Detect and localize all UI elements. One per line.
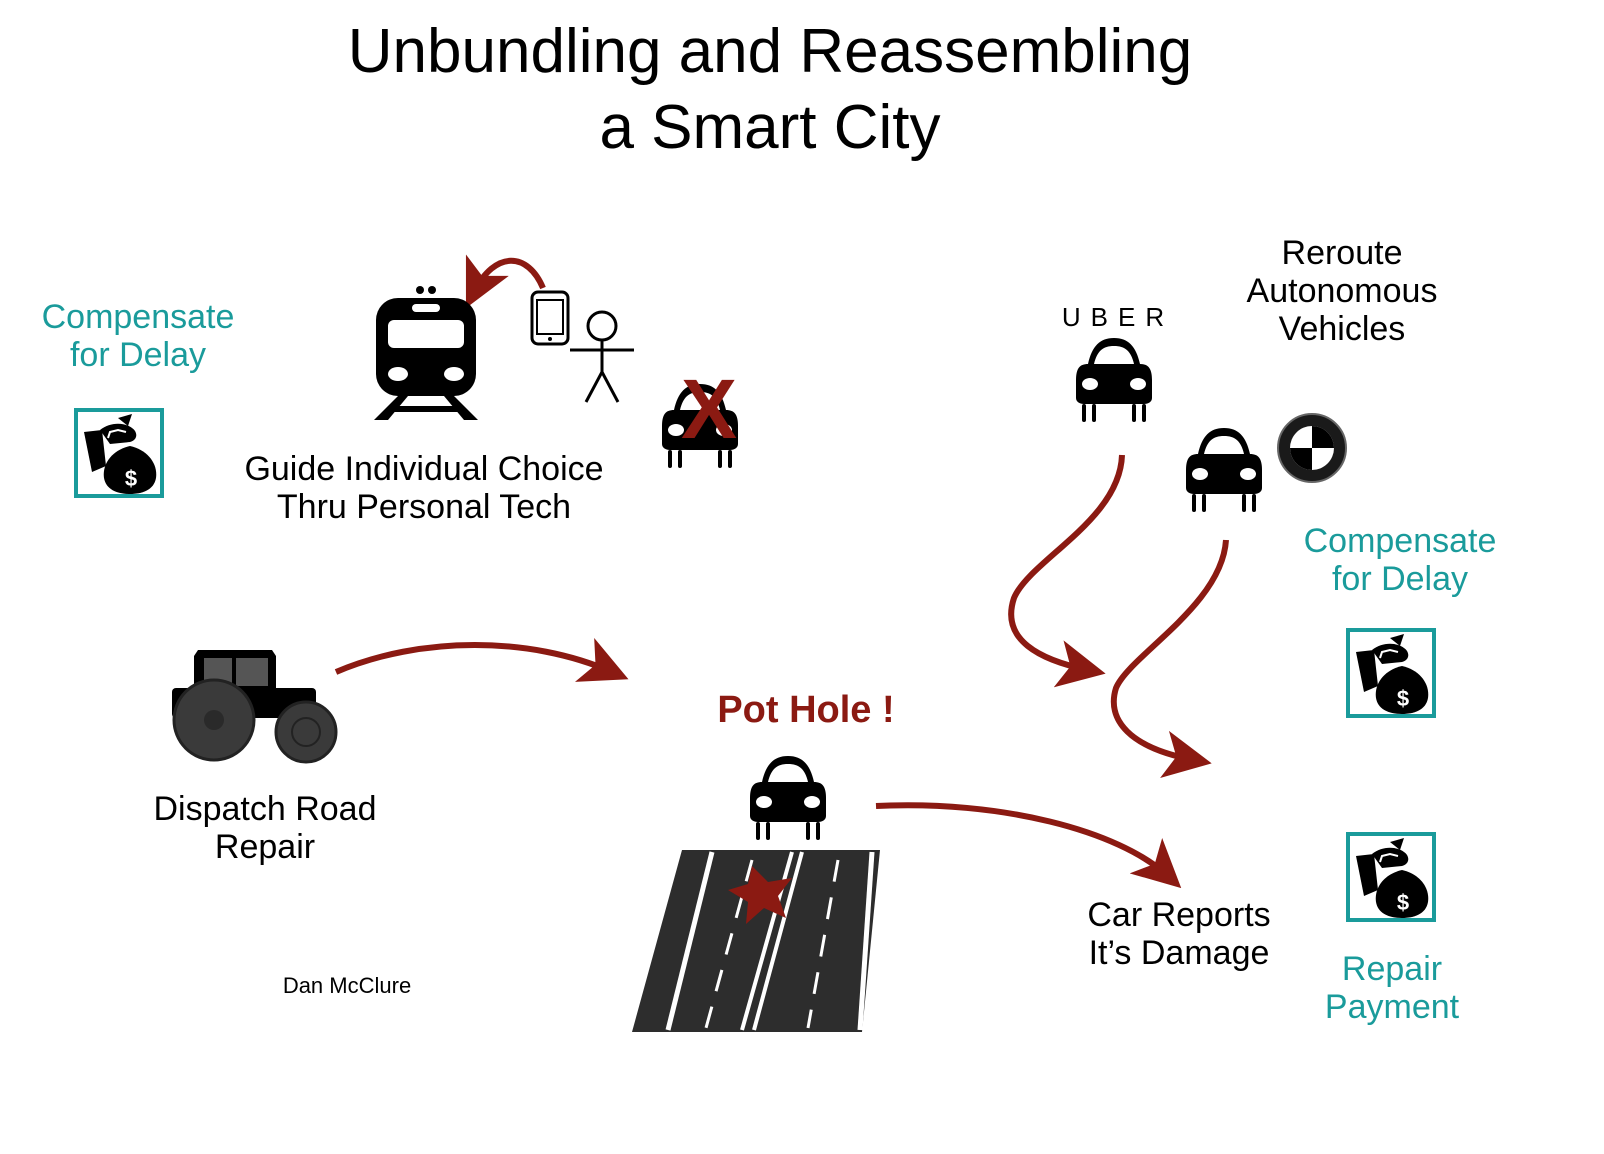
arrow-tractor-to-pothole: [334, 637, 629, 682]
road-icon: [632, 850, 880, 1032]
compensate-left-line-1: Compensate: [41, 298, 235, 336]
uber-logo: UBER: [1061, 302, 1175, 332]
guide-choice-line-2: Thru Personal Tech: [276, 488, 572, 526]
dispatch-line-1: Dispatch Road: [153, 790, 377, 828]
dispatch-repair-label: Dispatch Road Repair: [130, 790, 400, 866]
reroute-line-3: Vehicles: [1278, 310, 1406, 348]
bmw-logo-icon: [1277, 413, 1347, 483]
arrow-phone-to-train: [465, 254, 546, 309]
guide-choice-line-1: Guide Individual Choice: [244, 450, 604, 488]
reroute-line-2: Autonomous: [1246, 272, 1438, 310]
compensate-delay-left-label: Compensate for Delay: [20, 298, 256, 374]
compensate-left-line-2: for Delay: [69, 336, 207, 374]
train-icon: [374, 286, 478, 420]
reroute-line-1: Reroute: [1281, 234, 1403, 272]
pot-hole-label: Pot Hole !: [717, 689, 895, 731]
arrow-car-reports-damage: [875, 802, 1182, 889]
stick-person-icon: [570, 310, 634, 403]
cross-mark: X: [681, 362, 737, 456]
author-credit: Dan McClure: [282, 973, 412, 998]
tractor-icon: [172, 650, 338, 764]
smartphone-icon: [530, 290, 570, 346]
money-bag-icon-right-top: [1346, 628, 1436, 718]
guide-choice-label: Guide Individual Choice Thru Personal Te…: [214, 450, 634, 526]
uber-car-icon: [1076, 338, 1152, 422]
bmw-car-icon: [1186, 428, 1262, 512]
arrow-bmw-reroute: [1110, 539, 1229, 779]
car-reports-damage-label: Car Reports It’s Damage: [1064, 896, 1294, 972]
arrow-uber-reroute: [1008, 454, 1125, 688]
pothole-splat: [728, 866, 792, 924]
title-line-1: Unbundling and Reassembling: [347, 17, 1193, 86]
car-reports-line-1: Car Reports: [1087, 896, 1271, 934]
page-title: Unbundling and Reassembling a Smart City: [0, 14, 1540, 166]
compensate-right-line-1: Compensate: [1303, 522, 1497, 560]
compensate-delay-right-label: Compensate for Delay: [1282, 522, 1518, 598]
money-bag-icon-right-bottom: [1346, 832, 1436, 922]
car-reports-line-2: It’s Damage: [1088, 934, 1270, 972]
repair-payment-line-1: Repair: [1341, 950, 1443, 988]
pothole-car-icon: [750, 756, 826, 840]
compensate-right-line-2: for Delay: [1331, 560, 1469, 598]
reroute-label: Reroute Autonomous Vehicles: [1222, 234, 1462, 348]
dispatch-line-2: Repair: [214, 828, 316, 866]
repair-payment-label: Repair Payment: [1300, 950, 1484, 1026]
repair-payment-line-2: Payment: [1324, 988, 1460, 1026]
title-line-2: a Smart City: [599, 93, 941, 162]
money-bag-icon-left: [74, 408, 164, 498]
